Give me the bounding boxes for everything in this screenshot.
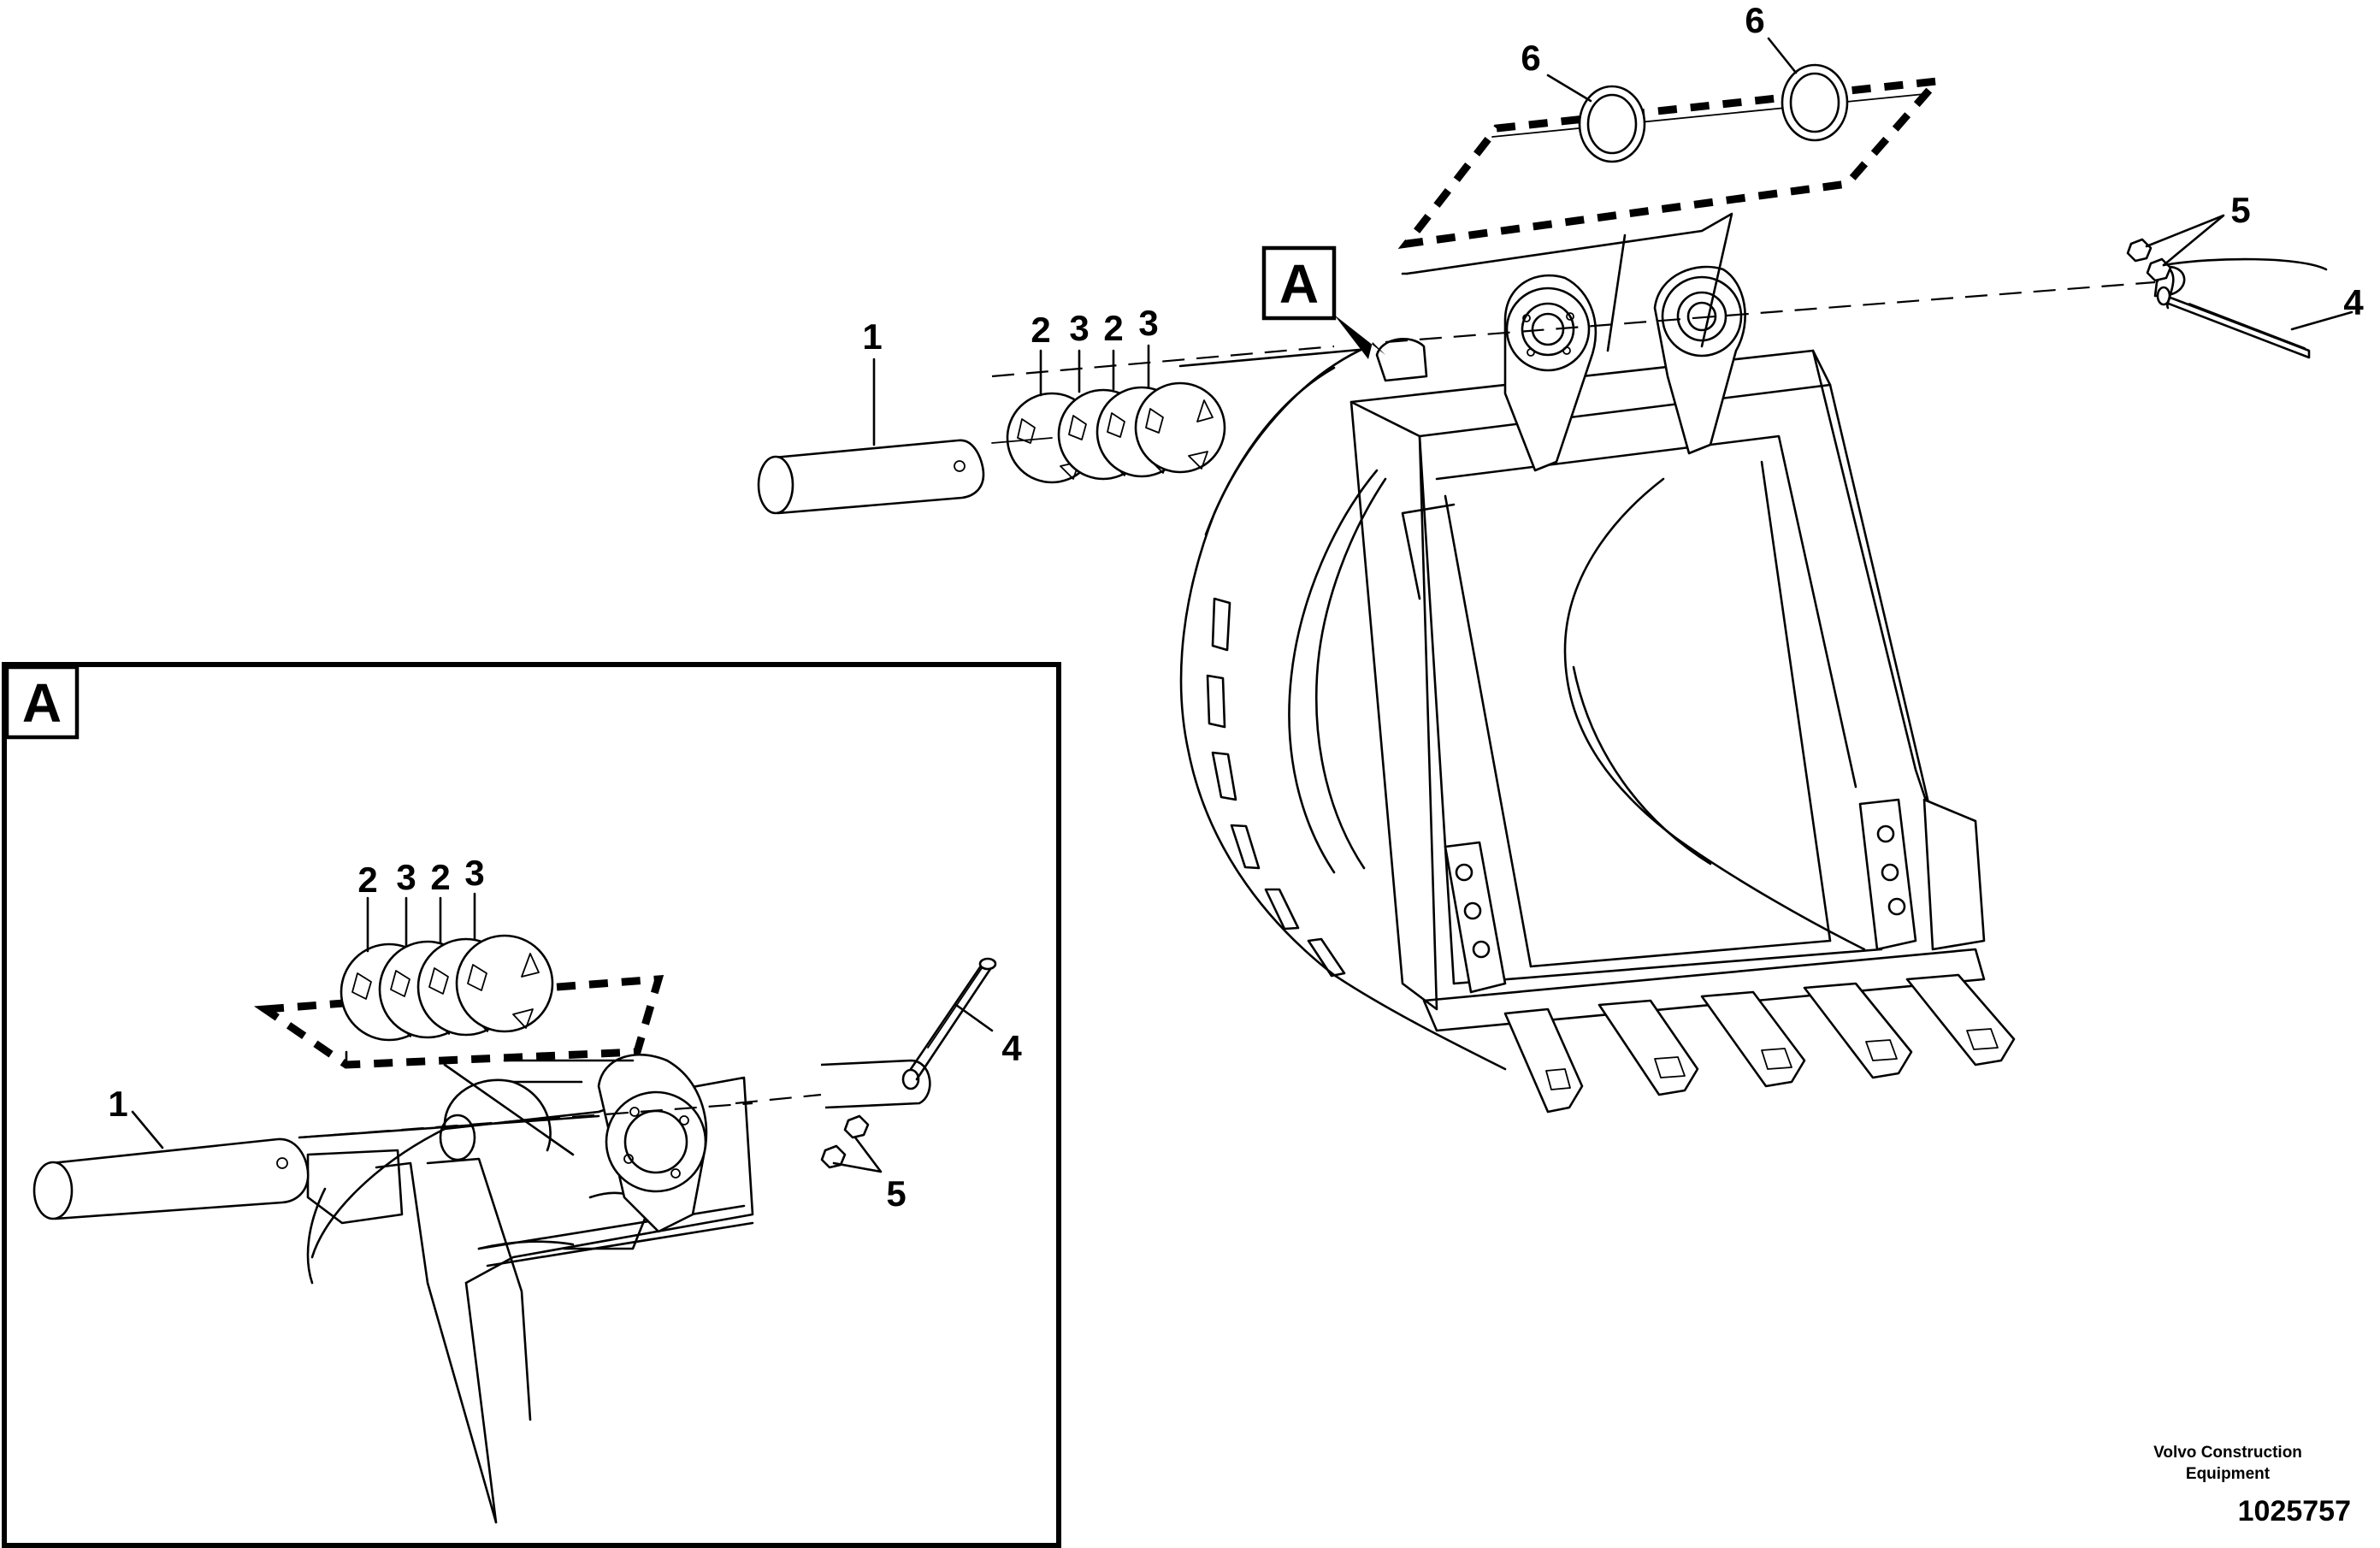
pin <box>757 439 985 515</box>
lock-pin <box>2153 265 2311 359</box>
detail-lock-pin <box>820 957 997 1109</box>
detail-callouts: 1 2 3 2 3 4 5 <box>108 853 1022 1214</box>
callout-shim-3b: 3 <box>1138 303 1158 343</box>
bucket-assembly <box>1179 265 2016 1114</box>
pin-axis-line-solid <box>1178 347 1370 368</box>
drawing-footer: Volvo Construction Equipment 1025757 <box>2099 1442 2356 1529</box>
callout-o-ring-2: 6 <box>1745 0 1764 40</box>
detail-callout-pin: 1 <box>108 1084 127 1124</box>
callout-o-ring-1: 6 <box>1521 38 1540 78</box>
detail-callout-shim-2a: 2 <box>357 860 377 900</box>
detail-marker-main: A <box>1261 245 1385 359</box>
shim-stack <box>991 381 1226 484</box>
detail-inset-letter: A <box>22 672 62 734</box>
callout-shim-3a: 3 <box>1069 308 1089 348</box>
o-ring-leader-1 <box>1546 74 1592 103</box>
detail-marker-main-letter: A <box>1279 253 1319 315</box>
lock-pin-leader <box>2290 310 2353 331</box>
pin-axis-line <box>991 281 2156 378</box>
detail-lock-nuts <box>820 1114 870 1169</box>
callout-lock-pin: 4 <box>2343 282 2364 322</box>
callout-pin: 1 <box>862 316 882 357</box>
company-name-line-2: Equipment <box>2185 1465 2271 1483</box>
drawing-number: 1025757 <box>2237 1495 2351 1527</box>
lock-nut-leader <box>2145 214 2225 267</box>
company-name-line-1: Volvo Construction <box>2153 1444 2302 1462</box>
lock-nuts <box>2126 238 2328 282</box>
callout-shim-2a: 2 <box>1031 310 1050 350</box>
main-callouts: 1 2 3 2 3 6 6 5 4 <box>862 0 2364 357</box>
callout-lock-nut: 5 <box>2230 190 2250 230</box>
detail-callout-shim-2b: 2 <box>430 857 450 897</box>
detail-pin <box>32 1137 310 1220</box>
detail-callout-lock-nut: 5 <box>886 1173 906 1214</box>
callout-shim-2b: 2 <box>1103 308 1123 348</box>
detail-callout-shim-3b: 3 <box>464 853 484 893</box>
o-ring-group <box>1397 63 1946 352</box>
detail-inset: A <box>2 662 1061 1548</box>
detail-callout-shim-3a: 3 <box>396 857 416 897</box>
o-ring-leader-2 <box>1767 37 1798 74</box>
bucket-teeth <box>1503 973 2016 1114</box>
detail-shim-stack <box>340 934 554 1042</box>
detail-callout-lock-pin: 4 <box>1001 1028 1022 1068</box>
